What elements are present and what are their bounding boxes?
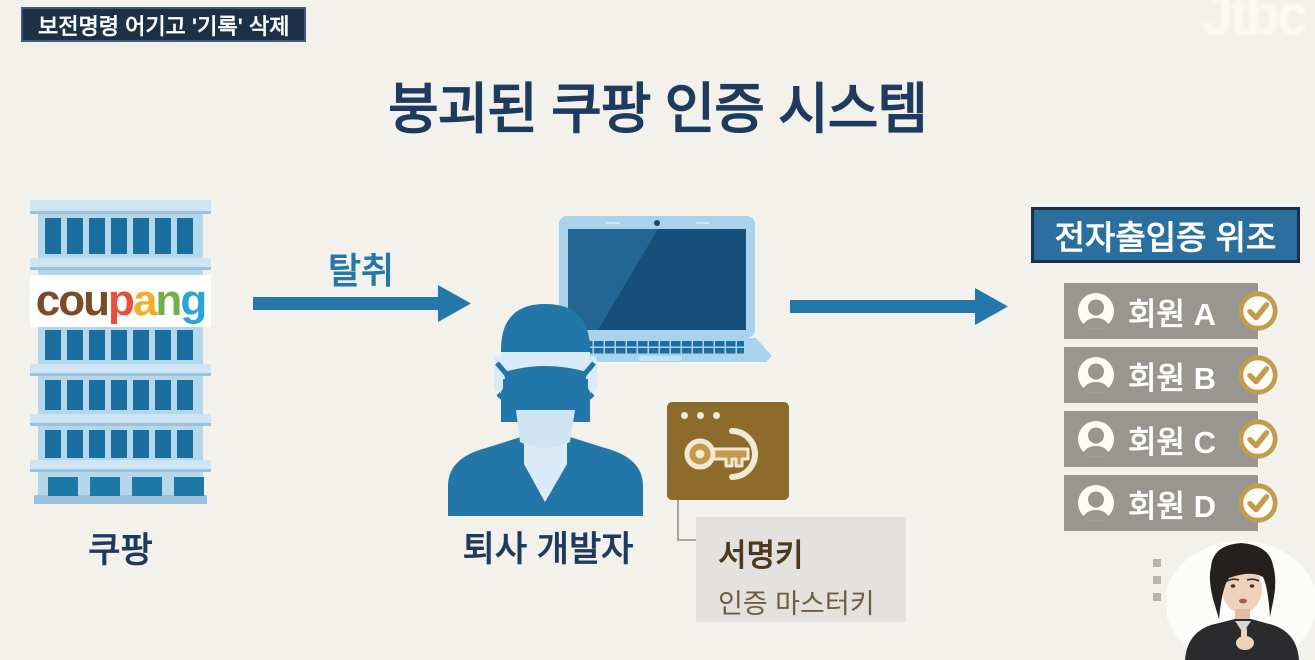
laptop-icon <box>548 216 772 362</box>
arrow1-label: 탈취 <box>327 250 395 291</box>
check-icon <box>1238 291 1278 331</box>
coupang-building-icon <box>30 200 211 504</box>
callout-connector-vertical <box>677 500 679 541</box>
coupang-letter: u <box>83 276 110 325</box>
key-callout-title: 서명키 <box>718 538 804 573</box>
coupang-letter: p <box>108 276 135 325</box>
member-label: 회원 B <box>1128 360 1217 396</box>
member-row: 회원 A <box>1064 283 1278 339</box>
sign-language-interpreter <box>1167 541 1315 660</box>
masked-developer-icon <box>448 304 643 516</box>
vertical-dots-icon <box>1153 559 1161 601</box>
page-title: 붕괴된 쿠팡 인증 시스템 <box>388 78 928 140</box>
coupang-letter: c <box>35 276 61 325</box>
window-dots-icon <box>667 402 789 419</box>
coupang-letter: n <box>155 276 182 325</box>
result-header-text: 전자출입증 위조 <box>1054 219 1277 256</box>
check-icon <box>1238 419 1278 459</box>
news-topic-text: 보전명령 어기고 '기록' 삭제 <box>38 13 290 39</box>
person-icon <box>1078 293 1114 329</box>
key-icon <box>684 428 758 480</box>
person-icon <box>1078 421 1114 457</box>
key-callout-subtitle: 인증 마스터키 <box>718 589 875 619</box>
callout-connector-horizontal <box>677 539 697 541</box>
coupang-letter: o <box>58 276 85 325</box>
signing-key-window <box>667 402 789 500</box>
check-icon <box>1238 483 1278 523</box>
coupang-letter: g <box>180 276 207 325</box>
arrow-right-icon <box>790 288 1008 325</box>
member-label: 회원 A <box>1128 296 1217 332</box>
check-icon <box>1238 355 1278 395</box>
result-header: 전자출입증 위조 <box>1031 207 1300 263</box>
member-row: 회원 C <box>1064 411 1278 467</box>
member-label: 회원 C <box>1128 424 1217 460</box>
person-icon <box>1078 485 1114 521</box>
member-label: 회원 D <box>1128 488 1217 524</box>
member-row: 회원 B <box>1064 347 1278 403</box>
jtbc-logo: Jtbc <box>1201 0 1308 46</box>
actor-caption: 퇴사 개발자 <box>462 530 634 569</box>
source-caption: 쿠팡 <box>88 531 153 570</box>
coupang-letter: a <box>132 276 158 325</box>
news-topic-badge: 보전명령 어기고 '기록' 삭제 <box>21 7 307 42</box>
member-row: 회원 D <box>1064 475 1278 531</box>
key-callout-box: 서명키 인증 마스터키 <box>696 517 906 622</box>
person-icon <box>1078 357 1114 393</box>
arrow-right-icon <box>253 285 471 322</box>
